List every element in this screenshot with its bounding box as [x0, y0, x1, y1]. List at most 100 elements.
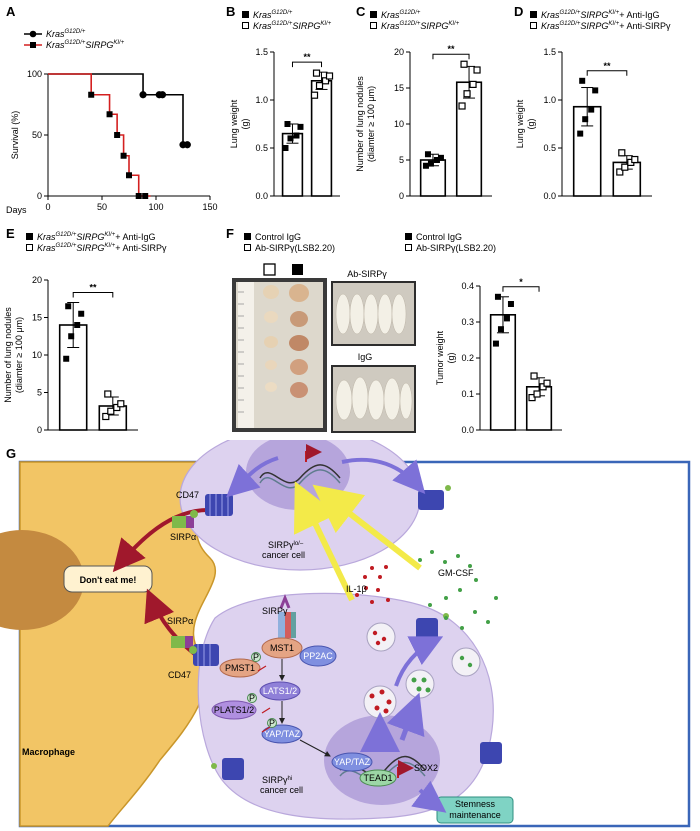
y-tick-label: 15	[394, 83, 404, 93]
legend-f: Control IgG Ab-SIRPγ(LSB2.20) Control Ig…	[244, 232, 496, 253]
data-point	[497, 326, 504, 333]
legend-a-sirpg: SIRPG	[85, 40, 113, 50]
legend-c: KrasG12D/+ KrasG12D/+SIRPGKI/+	[370, 10, 460, 31]
x-tick-label-a: 100	[148, 202, 163, 212]
svg-text:Control IgG: Control IgG	[416, 232, 462, 242]
y-tick-label: 5	[37, 388, 42, 398]
data-point	[107, 407, 115, 415]
pp2ac-node	[299, 645, 337, 667]
panel-d-lung-weight-chart: D KrasG12D/+SIRPGKI/++ Anti-IgG KrasG12D…	[514, 4, 671, 201]
data-point	[427, 160, 434, 167]
data-point	[284, 121, 291, 127]
data-point	[469, 80, 477, 89]
svg-text:Ab-SIRPγ(LSB2.20): Ab-SIRPγ(LSB2.20)	[416, 243, 496, 253]
svg-text:KrasG12D/+SIRPGKI/+: KrasG12D/+SIRPGKI/+	[381, 21, 460, 31]
panel-a-survival-chart: A KrasG12D/+ KrasG12D/+SIRPGKI/+ Surviva…	[6, 4, 218, 215]
legend-e: KrasG12D/+SIRPGKI/++ Anti-IgG KrasG12D/+…	[26, 232, 167, 253]
svg-text:P: P	[269, 718, 275, 728]
y-axis-label: Lung weight	[229, 99, 239, 148]
significance-stars: **	[447, 44, 455, 54]
data-point	[463, 90, 471, 98]
panel-label-d: D	[514, 4, 523, 19]
panel-g-diagram: G Macrophage Don't eat me! SIRPγlo/–canc…	[0, 440, 691, 828]
vesicle-secreted-2	[451, 647, 481, 677]
data-point	[424, 151, 431, 158]
il1b-dots	[355, 565, 392, 714]
x-tick-label-a: 0	[45, 202, 50, 212]
y-tick-label: 1.0	[255, 95, 268, 105]
y-tick-label: 5	[399, 155, 404, 165]
tumor-samples	[263, 284, 309, 398]
data-point	[78, 310, 85, 317]
data-point	[618, 149, 626, 157]
data-point	[588, 106, 595, 113]
svg-text:KrasG12D/+SIRPGKI/++ Anti-IgG: KrasG12D/+SIRPGKI/++ Anti-IgG	[541, 10, 660, 20]
svg-text:KrasG12D/+SIRPGKI/++ Anti-SIRP: KrasG12D/+SIRPGKI/++ Anti-SIRPγ	[541, 21, 671, 31]
legend-a-kras-2: Kras	[46, 40, 65, 50]
photo-filled-square	[292, 264, 303, 275]
y-tick-label: 0	[399, 191, 404, 201]
y-tick-label-a: 100	[27, 69, 42, 79]
y-tick-label: 10	[32, 350, 42, 360]
data-point	[592, 87, 599, 94]
significance-bracket	[291, 61, 323, 68]
sirpa-receptor-top: SIRPα	[170, 510, 198, 542]
gmcsf-dots	[411, 550, 498, 693]
y-axis-label-2: (g)	[446, 352, 456, 363]
significance-stars: **	[303, 52, 311, 62]
y-tick-label: 0.5	[255, 143, 268, 153]
data-point	[621, 163, 629, 171]
data-point	[422, 162, 429, 169]
svg-text:KrasG12D/+SIRPGKI/+: KrasG12D/+SIRPGKI/+	[46, 40, 125, 50]
hi-cell-nucleus	[324, 715, 440, 805]
bar	[489, 314, 517, 431]
svg-text:PLATS1/2: PLATS1/2	[214, 705, 254, 715]
panel-f-tumor-figure: F Control IgG Ab-SIRPγ(LSB2.20) Control …	[226, 226, 562, 435]
point-a-2	[106, 111, 113, 118]
data-point	[315, 81, 324, 90]
data-point	[104, 390, 112, 398]
legend-a-kras-1: Kras	[46, 29, 65, 39]
data-point	[530, 372, 538, 380]
significance-stars: **	[89, 283, 97, 293]
data-point	[312, 69, 321, 77]
blue-arrow-stem	[411, 780, 447, 813]
svg-text:TEAD1: TEAD1	[363, 773, 392, 783]
y-tick-label: 0.3	[461, 317, 474, 327]
y-axis-label-2: (diamter ≥ 100 μm)	[366, 86, 376, 162]
significance-stars: *	[519, 277, 523, 287]
y-tick-label: 1.5	[543, 47, 556, 57]
ruler	[238, 282, 254, 428]
mice-photo-ab: Ab-SIRPγ	[331, 269, 416, 346]
y-tick-label: 15	[32, 313, 42, 323]
panel-e-nodules-chart: E KrasG12D/+SIRPGKI/++ Anti-IgG KrasG12D…	[3, 226, 167, 435]
data-point	[321, 77, 330, 85]
cd47-receptor-right	[418, 485, 451, 510]
sox2-label: SOX2	[414, 763, 438, 773]
y-tick-label: 0	[37, 425, 42, 435]
svg-text:KrasG12D/+SIRPGKI/++ Anti-SIRP: KrasG12D/+SIRPGKI/++ Anti-SIRPγ	[37, 243, 167, 253]
panel-label-b: B	[226, 4, 235, 19]
data-point	[297, 123, 304, 130]
svg-text:Control IgG: Control IgG	[255, 232, 301, 242]
svg-text:KrasG12D/+: KrasG12D/+	[381, 10, 421, 20]
data-point	[473, 66, 481, 74]
y-tick-label: 0.2	[461, 353, 474, 363]
y-axis-label: Number of lung nodules	[355, 76, 365, 172]
significance-bracket	[432, 53, 470, 60]
bar	[58, 324, 88, 431]
point-a-1	[158, 91, 167, 99]
data-point	[492, 340, 499, 347]
macrophage-label: Macrophage	[22, 747, 75, 757]
dont-eat-me-text: Don't eat me!	[80, 575, 137, 585]
blue-arrow-vesicle-2	[386, 692, 425, 741]
y-axis-label: Number of lung nodules	[3, 307, 13, 403]
point-a-2	[88, 91, 95, 98]
svg-text:P: P	[253, 652, 259, 662]
y-axis-label-2: (g)	[526, 118, 536, 129]
data-point	[458, 102, 466, 110]
macrophage-nucleus	[0, 530, 84, 630]
point-a-2	[126, 172, 132, 179]
y-axis-label-2: (diamter ≥ 100 μm)	[14, 317, 24, 393]
significance-bracket	[586, 70, 628, 76]
